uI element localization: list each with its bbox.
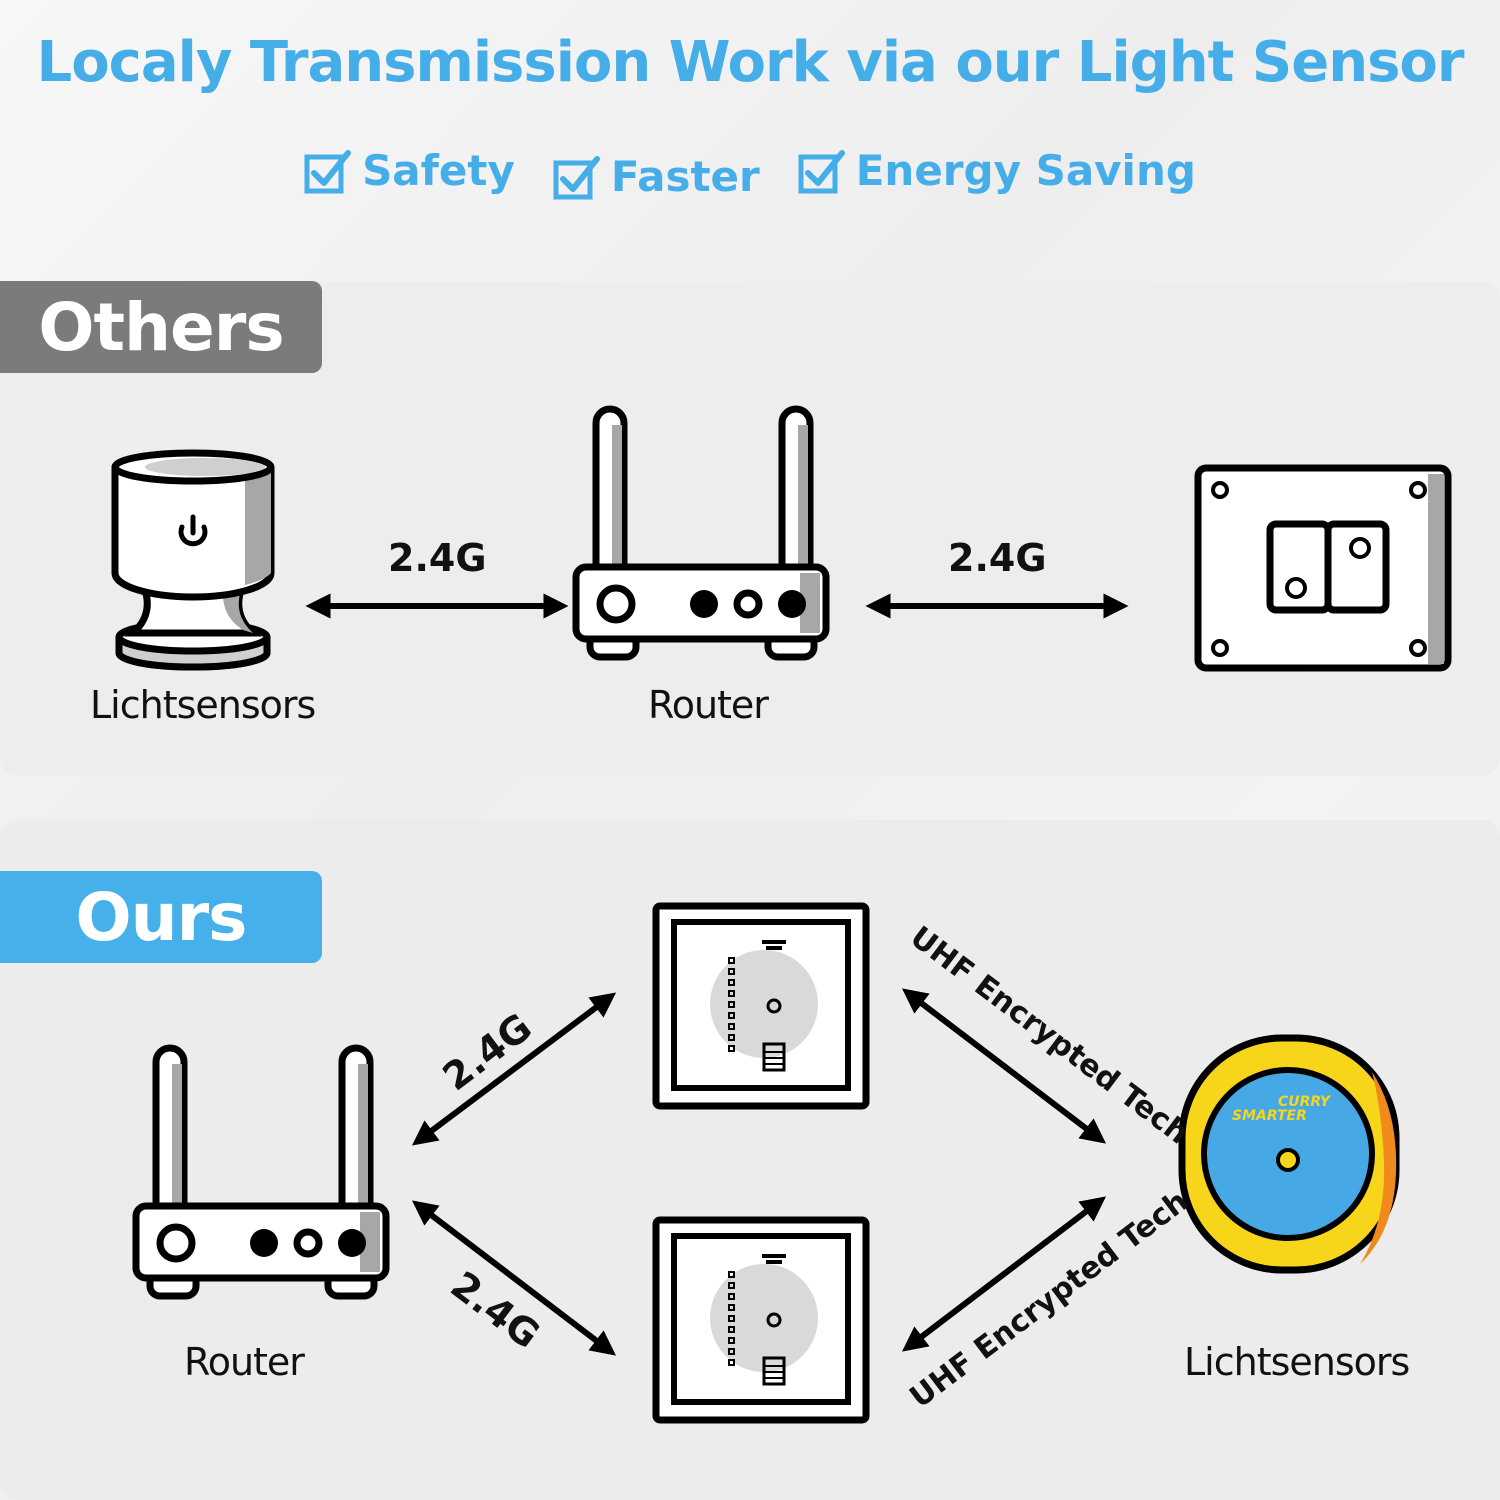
light-sensor-cylinder-icon bbox=[111, 449, 275, 671]
page-title: Localy Transmission Work via our Light S… bbox=[36, 30, 1465, 95]
ours-sensor-label: Lichtsensors bbox=[1184, 1340, 1410, 1384]
benefit-label: Safety bbox=[362, 146, 515, 195]
others-router-label: Router bbox=[648, 683, 769, 727]
benefits-row: Safety Faster Energy Saving bbox=[0, 140, 1500, 201]
checkbox-checked-icon bbox=[304, 149, 352, 193]
ours-section-tag: Ours bbox=[0, 871, 322, 963]
sensor-brand-line1: CURRY bbox=[1278, 1094, 1332, 1110]
benefit-label: Faster bbox=[610, 152, 760, 201]
ours-router-label: Router bbox=[184, 1340, 305, 1384]
smart-switch-bottom-icon bbox=[652, 1216, 870, 1424]
wall-switch-icon bbox=[1194, 464, 1452, 672]
smart-switch-top-icon bbox=[652, 902, 870, 1110]
router-icon bbox=[132, 1044, 390, 1300]
others-link-left-label: 2.4G bbox=[388, 536, 487, 580]
others-section-tag: Others bbox=[0, 281, 322, 373]
benefit-faster: Faster bbox=[553, 152, 760, 201]
others-link-right-label: 2.4G bbox=[948, 536, 1047, 580]
benefit-safety: Safety bbox=[304, 140, 515, 201]
benefit-label: Energy Saving bbox=[855, 146, 1196, 195]
checkbox-checked-icon bbox=[553, 155, 600, 199]
light-sensor-round-icon: CURRY SMARTER bbox=[1178, 1034, 1400, 1274]
checkbox-checked-icon bbox=[798, 149, 845, 193]
router-icon bbox=[572, 405, 830, 661]
others-sensor-label: Lichtsensors bbox=[90, 683, 316, 727]
benefit-energy-saving: Energy Saving bbox=[798, 140, 1196, 201]
sensor-brand-line2: SMARTER bbox=[1232, 1108, 1307, 1124]
